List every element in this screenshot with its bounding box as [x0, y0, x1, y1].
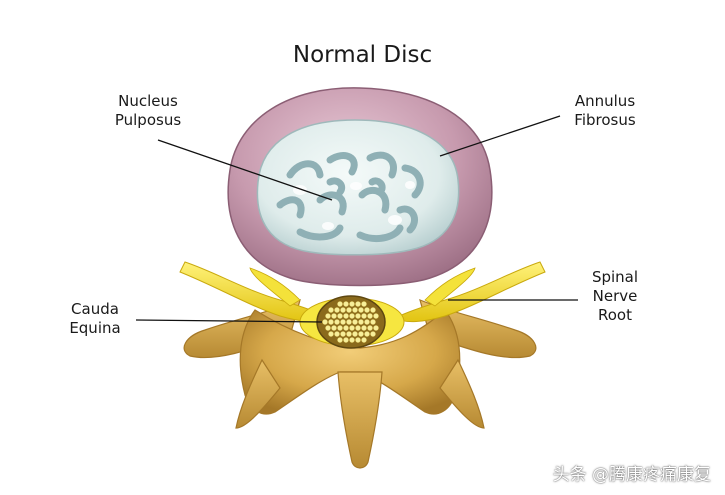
- cauda-fiber: [349, 301, 355, 307]
- cauda-fiber: [325, 313, 331, 319]
- cauda-fiber: [367, 325, 373, 331]
- cauda-fiber: [352, 307, 358, 313]
- nucleus-label-line-2: Pulposus: [114, 111, 182, 129]
- watermark: 头条 @腾康疼痛康复: [552, 465, 711, 485]
- cauda-fiber: [358, 307, 364, 313]
- cauda-fiber: [355, 325, 361, 331]
- cauda-label-line-2: Equina: [69, 319, 121, 337]
- cauda-fiber: [364, 331, 370, 337]
- spinous-process: [337, 371, 383, 469]
- cauda-fiber: [328, 307, 334, 313]
- cauda-equina: [316, 295, 386, 349]
- cauda-fiber: [358, 331, 364, 337]
- cauda-fiber: [370, 319, 376, 325]
- left-nerve-branch: [249, 267, 301, 307]
- cauda-fiber: [325, 325, 331, 331]
- cauda-fiber: [346, 307, 352, 313]
- cauda-label-line-1: Cauda: [71, 300, 119, 318]
- cauda-fiber: [343, 325, 349, 331]
- cauda-fiber: [355, 313, 361, 319]
- cauda-fiber: [373, 313, 379, 319]
- cauda-fiber: [343, 313, 349, 319]
- cauda-fiber: [364, 307, 370, 313]
- cauda-fiber: [370, 307, 376, 313]
- cauda-fiber: [352, 319, 358, 325]
- cauda-fiber: [361, 301, 367, 307]
- nerve-label-line-1: Spinal: [591, 268, 639, 286]
- nucleus-pulposus-label: Nucleus Pulposus: [108, 92, 188, 130]
- spinal-nerve-root-label: Spinal Nerve Root: [580, 268, 650, 325]
- cauda-fiber: [370, 331, 376, 337]
- cauda-fiber: [340, 319, 346, 325]
- cauda-fiber: [331, 313, 337, 319]
- cauda-fiber: [337, 313, 343, 319]
- cauda-fiber: [340, 331, 346, 337]
- annulus-label-line-2: Fibrosus: [574, 111, 636, 129]
- cauda-fiber: [346, 319, 352, 325]
- cauda-fiber: [343, 337, 349, 343]
- annulus-leader-line: [439, 115, 561, 157]
- cauda-fiber: [337, 325, 343, 331]
- cauda-equina-fibers: [322, 301, 379, 343]
- cauda-fiber: [343, 301, 349, 307]
- cauda-fiber: [355, 301, 361, 307]
- nerve-label-line-3: Root: [598, 306, 632, 324]
- cauda-fiber: [328, 319, 334, 325]
- cauda-leader-line: [135, 319, 323, 323]
- right-nerve-branch: [424, 267, 476, 307]
- nucleus-label-line-1: Nucleus: [118, 92, 178, 110]
- leader-lines: [135, 115, 578, 323]
- cauda-fiber: [364, 319, 370, 325]
- nerve-label-line-2: Nerve: [592, 287, 638, 305]
- cauda-fiber: [349, 325, 355, 331]
- nucleus-leader-line: [157, 139, 333, 201]
- cauda-fiber: [334, 307, 340, 313]
- cauda-fiber: [373, 325, 379, 331]
- cauda-fiber: [340, 307, 346, 313]
- cauda-fiber: [361, 325, 367, 331]
- cauda-fiber: [346, 331, 352, 337]
- nucleus-pulposus-texture: [276, 151, 424, 242]
- cauda-fiber: [337, 301, 343, 307]
- cauda-fiber: [361, 337, 367, 343]
- cauda-fiber: [349, 313, 355, 319]
- cauda-fiber: [352, 331, 358, 337]
- cauda-fiber: [349, 337, 355, 343]
- cauda-fiber: [337, 337, 343, 343]
- annulus-label-line-1: Annulus: [574, 92, 636, 110]
- intervertebral-disc: [227, 87, 493, 287]
- cauda-fiber: [358, 319, 364, 325]
- right-articular-process: [439, 358, 485, 429]
- cauda-fiber: [331, 325, 337, 331]
- cauda-fiber: [334, 331, 340, 337]
- cauda-fiber: [328, 331, 334, 337]
- nucleus-highlights: [293, 181, 415, 230]
- left-articular-process: [235, 358, 281, 429]
- annulus-fibrosus-label: Annulus Fibrosus: [565, 92, 645, 130]
- cauda-fiber: [322, 319, 328, 325]
- cauda-fiber: [361, 313, 367, 319]
- cauda-fiber: [355, 337, 361, 343]
- cauda-equina-label: Cauda Equina: [58, 300, 132, 338]
- cauda-fiber: [367, 313, 373, 319]
- cauda-fiber: [334, 319, 340, 325]
- page-title: Normal Disc: [292, 42, 433, 68]
